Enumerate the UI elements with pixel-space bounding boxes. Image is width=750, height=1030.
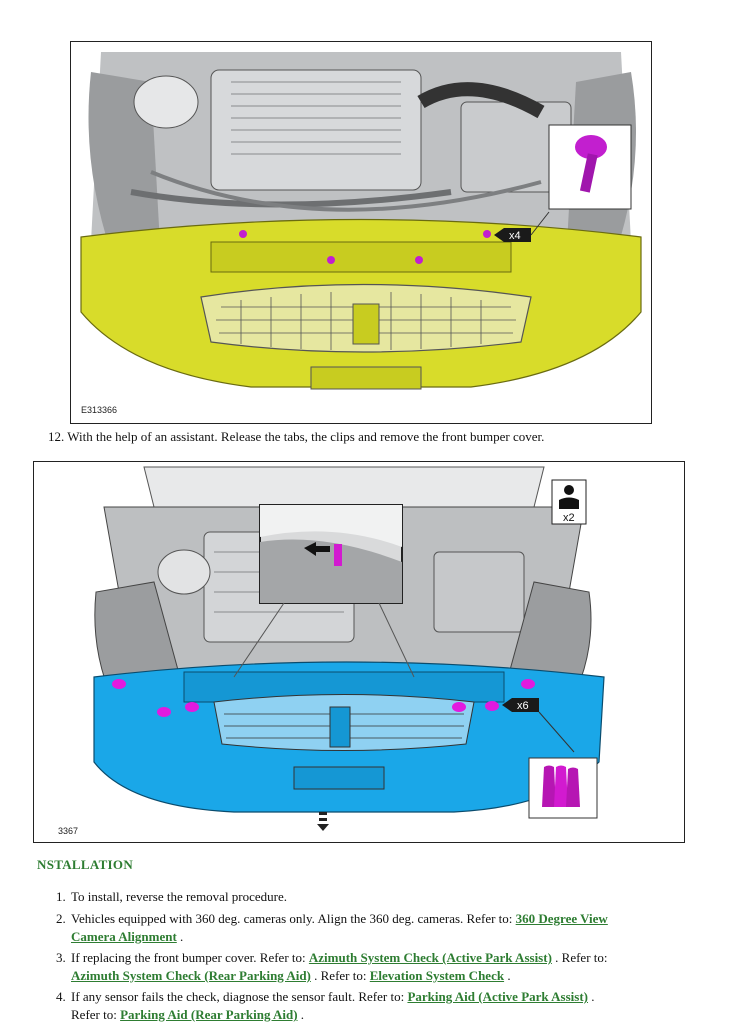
- install-step-4: 4.If any sensor fails the check, diagnos…: [56, 989, 595, 1022]
- direction-down-icon: [317, 812, 329, 831]
- link-azimuth-rear-parking-aid[interactable]: Azimuth System Check (Rear Parking Aid): [71, 968, 311, 983]
- link-camera-alignment[interactable]: Camera Alignment: [71, 929, 177, 944]
- two-person-icon: x2: [551, 479, 587, 525]
- figure-bumper-fasteners: x4 E313366: [70, 41, 652, 424]
- install-step-3: 3.If replacing the front bumper cover. R…: [56, 950, 608, 983]
- clip-detail-inset: [528, 757, 598, 819]
- link-parking-aid-rear-parking-aid[interactable]: Parking Aid (Rear Parking Aid): [120, 1007, 298, 1022]
- bolt-detail-inset: [548, 124, 632, 210]
- step-number: 12.: [48, 429, 65, 444]
- figure-code: 3367: [58, 826, 78, 836]
- section-heading-installation: NSTALLATION: [37, 857, 134, 872]
- quantity-callout-x6: x6: [502, 698, 575, 753]
- figure-code: E313366: [81, 405, 117, 415]
- link-parking-aid-active-park-assist[interactable]: Parking Aid (Active Park Assist): [407, 989, 589, 1004]
- bolt-markers: [239, 230, 491, 264]
- step-12: 12. With the help of an assistant. Relea…: [48, 428, 544, 446]
- svg-text:x4: x4: [509, 230, 521, 242]
- install-step-1: 1.To install, reverse the removal proced…: [56, 889, 288, 904]
- svg-text:x2: x2: [563, 512, 575, 524]
- step-text: With the help of an assistant. Release t…: [67, 429, 545, 444]
- svg-text:x6: x6: [517, 700, 529, 712]
- link-elevation-system-check[interactable]: Elevation System Check: [369, 968, 505, 983]
- link-azimuth-active-park-assist[interactable]: Azimuth System Check (Active Park Assist…: [308, 950, 552, 965]
- tab-detail-inset: [233, 504, 415, 678]
- install-step-2: 2.Vehicles equipped with 360 deg. camera…: [56, 911, 608, 944]
- quantity-callout-x4: x4: [494, 211, 550, 242]
- clip-markers: [112, 679, 535, 717]
- figure-bumper-removal: x6 x2: [33, 461, 685, 843]
- link-360-degree-view[interactable]: 360 Degree View: [515, 911, 608, 926]
- engine-bay-illustration: x4 E313366: [71, 42, 651, 423]
- vehicle-front-illustration: x6 x2: [34, 462, 684, 842]
